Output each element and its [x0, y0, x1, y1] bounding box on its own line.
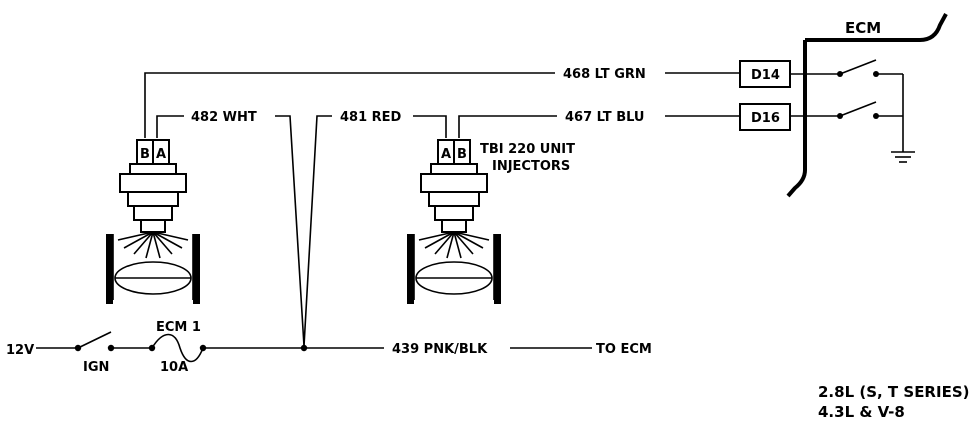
splice-point	[300, 344, 308, 352]
pin-d16-label: D16	[751, 111, 780, 126]
ecm-bottom-break	[786, 169, 807, 198]
pin-d14-label: D14	[751, 68, 780, 83]
injector-right-bore-hatch	[407, 234, 501, 304]
d14-switch-blade	[839, 59, 877, 75]
injector-left-bore-hatch	[106, 234, 200, 304]
ign-switch-blade	[77, 331, 112, 349]
wire-467-label: 467 LT BLU	[565, 110, 644, 125]
ground-symbol	[891, 151, 915, 163]
engine-note-2: 4.3L & V-8	[818, 403, 905, 421]
injector-right: A B	[407, 139, 501, 304]
power-circuit: 12V IGN ECM 1 10A 439 PNK/BLK TO ECM	[6, 320, 652, 375]
svg-text:B: B	[457, 147, 467, 162]
wire-468: 468 LT GRN	[144, 67, 740, 138]
pin-d16-box	[739, 103, 791, 131]
svg-text:A: A	[441, 147, 451, 162]
injector-left: B A	[106, 139, 200, 304]
wire-482: 482 WHT	[156, 110, 305, 347]
wire-439-label: 439 PNK/BLK	[392, 342, 488, 357]
wire-467: 467 LT BLU	[458, 110, 740, 138]
svg-text:A: A	[156, 147, 166, 162]
injectors-caption-line2: INJECTORS	[492, 159, 570, 174]
ecm-label: ECM	[845, 19, 881, 37]
injector-right-spray	[418, 231, 490, 259]
wire-468-label: 468 LT GRN	[563, 67, 646, 82]
injectors-caption-line1: TBI 220 UNIT	[480, 142, 575, 157]
d16-switch-blade	[839, 101, 877, 117]
svg-text:B: B	[140, 147, 150, 162]
engine-note-1: 2.8L (S, T SERIES)	[818, 383, 969, 401]
fuse-rating-label: 10A	[160, 360, 188, 375]
ecm-module: ECM D14 D16	[739, 13, 948, 198]
to-ecm-label: TO ECM	[596, 342, 652, 357]
wire-482-label: 482 WHT	[191, 110, 257, 125]
ign-label: IGN	[83, 360, 109, 375]
ecm-top-border	[805, 13, 948, 42]
injector-left-spray	[117, 231, 189, 259]
fuse-name-label: ECM 1	[156, 320, 201, 335]
voltage-label: 12V	[6, 343, 34, 358]
fuse-element	[151, 333, 204, 363]
wire-481: 481 RED	[303, 110, 447, 347]
wire-481-label: 481 RED	[340, 110, 402, 125]
